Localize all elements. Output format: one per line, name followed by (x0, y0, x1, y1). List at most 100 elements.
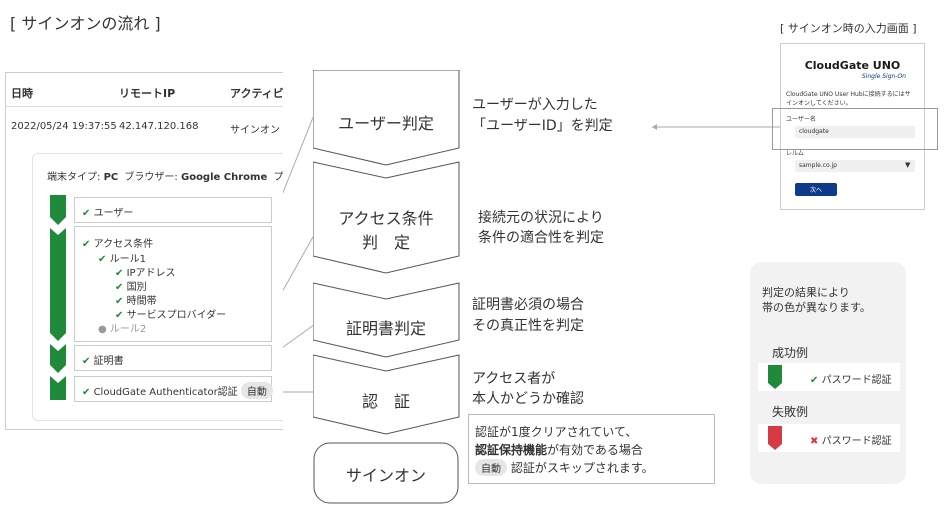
user-name-input[interactable]: cloudgate (795, 126, 915, 138)
country-label: 国別 (126, 282, 147, 293)
next-button-label: 次へ (809, 187, 822, 194)
band-cert (50, 344, 66, 373)
platform-label: プラット (273, 172, 283, 183)
band-user (50, 195, 66, 225)
time-label: 時間帯 (126, 296, 157, 307)
note-line-3-text: 認証がスキップされます。 (510, 461, 654, 475)
browser-value: Google Chrome (180, 172, 268, 183)
step-desc-cert-1: 証明書必須の場合 (472, 297, 584, 313)
success-band (768, 365, 782, 389)
check-icon: ✔ (115, 282, 124, 293)
access-label: アクセス条件 (93, 239, 154, 250)
divider (6, 106, 283, 107)
step-shape-auth (313, 354, 460, 435)
step-label-signon: サインオン (345, 466, 426, 485)
step-desc-auth-2: 本人かどうか確認 (472, 391, 584, 407)
step-desc-cert-2: その真正性を判定 (472, 318, 584, 334)
check-box-cert: ✔ 証明書 (74, 345, 272, 371)
step-shape-user (313, 70, 460, 166)
user-name-value: cloudgate (799, 128, 829, 135)
page-title: [ サインオンの流れ ] (10, 14, 161, 33)
check-box-user: ✔ ユーザー (74, 197, 272, 223)
column-header-date: 日時 (11, 87, 33, 100)
success-example: ✔ パスワード認証 (758, 363, 900, 391)
fail-band (768, 426, 782, 450)
skip-note-box: 認証が1度クリアされていて、 認証保持機能が有効である場合 自動 認証がスキップ… (468, 414, 715, 484)
step-desc-auth-1: アクセス者が (472, 371, 556, 387)
row-ip: 42.147.120.168 (119, 121, 199, 132)
login-intro-2: インオンしてください。 (786, 100, 852, 107)
step-shape-signon (313, 442, 459, 504)
note-line-3: 自動 認証がスキップされます。 (475, 459, 654, 476)
step-desc-access-1: 接続元の状況により (478, 210, 604, 226)
auth-label: CloudGate Authenticator認証 (93, 387, 238, 398)
step-label-access-2: 判 定 (361, 233, 410, 252)
login-intro-1: CloudGate UNO User Hubに接続するにはサ (786, 91, 911, 98)
step-desc-user-1: ユーザーが入力した (472, 97, 598, 113)
device-value: PC (103, 172, 119, 183)
login-screen: CloudGate UNO Single Sign-On CloudGate U… (780, 43, 925, 210)
user-field-highlight (772, 108, 938, 150)
dropdown-arrow-icon: ▼ (905, 161, 911, 169)
check-box-access: ✔ アクセス条件 ✔ ルール1 ✔ IPアドレス ✔ 国別 ✔ 時間帯 ✔ サー… (74, 226, 272, 342)
provider-label: サービスプロバイダー (126, 310, 227, 321)
rule1-label: ルール1 (109, 254, 146, 265)
auto-badge: 自動 (240, 382, 273, 399)
browser-label: ブラウザー: (124, 172, 178, 183)
brand-sub: Single Sign-On (861, 73, 906, 80)
check-icon: ✔ (98, 254, 107, 265)
note-line-1: 認証が1度クリアされていて、 (475, 425, 638, 439)
rule2-label: ルール2 (109, 324, 147, 335)
cert-label: 証明書 (93, 356, 124, 367)
step-label-auth: 認 証 (361, 392, 410, 411)
success-item: パスワード認証 (821, 375, 892, 386)
band-access (50, 228, 66, 341)
check-icon: ✔ (115, 310, 124, 321)
skip-icon: ● (98, 324, 107, 335)
legend-line-1: 判定の結果により (762, 286, 850, 299)
note-rest: が有効である場合 (547, 443, 643, 457)
user-name-label: ユーザー名 (786, 116, 816, 123)
step-shape-access (313, 161, 460, 274)
step-label-access: アクセス条件 (338, 209, 434, 228)
realm-value: sample.co.jp (799, 162, 837, 169)
column-header-remote-ip: リモートIP (119, 87, 176, 100)
check-icon: ✔ (82, 356, 91, 367)
next-button[interactable]: 次へ (795, 183, 837, 196)
row-date: 2022/05/24 19:37:55 (11, 121, 117, 132)
step-desc-access-2: 条件の適合性を判定 (478, 230, 604, 246)
legend-panel: 判定の結果により 帯の色が異なります。 成功例 ✔ パスワード認証 失敗例 ✖ … (750, 262, 906, 484)
note-bold: 認証保持機能 (475, 443, 548, 457)
flow-steps (313, 70, 460, 504)
fail-title: 失敗例 (772, 405, 809, 419)
step-label-user: ユーザー判定 (338, 114, 434, 133)
step-label-cert: 証明書判定 (345, 319, 426, 338)
check-icon: ✔ (82, 387, 91, 398)
row-activity: サインオン (230, 125, 280, 136)
ip-label: IPアドレス (126, 268, 176, 279)
device-label: 端末タイプ: (47, 172, 101, 183)
band-auth (50, 376, 66, 400)
success-title: 成功例 (772, 346, 809, 360)
check-icon: ✔ (82, 239, 91, 250)
realm-select[interactable]: sample.co.jp ▼ (795, 160, 915, 172)
fail-example: ✖ パスワード認証 (758, 424, 900, 452)
fail-item: パスワード認証 (821, 436, 892, 447)
check-icon: ✔ (115, 296, 124, 307)
note-line-2: 認証保持機能が有効である場合 (475, 441, 643, 458)
cross-icon: ✖ (810, 436, 819, 447)
status-bands (50, 195, 66, 400)
step-desc-user-2: 「ユーザーID」を判定 (472, 118, 613, 134)
realm-label: レルム (786, 150, 804, 157)
check-icon: ✔ (810, 375, 819, 386)
check-icon: ✔ (115, 268, 124, 279)
brand-logo: CloudGate UNO (804, 59, 901, 72)
legend-line-2: 帯の色が異なります。 (762, 301, 871, 314)
device-info: 端末タイプ: PC ブラウザー: Google Chrome プラット (47, 168, 283, 183)
login-caption: [ サインオン時の入力画面 ] (780, 22, 917, 35)
check-icon: ✔ (82, 208, 91, 219)
column-header-activity: アクティビテ (230, 87, 283, 100)
auto-badge: 自動 (475, 459, 507, 476)
step-shape-cert (313, 282, 460, 358)
user-label: ユーザー (93, 208, 134, 219)
